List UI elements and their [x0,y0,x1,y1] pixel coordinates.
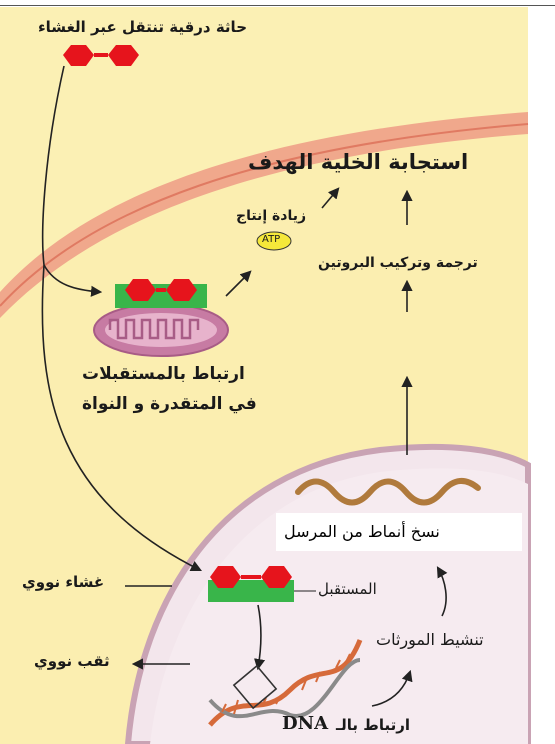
label-gene-activation: تنشيط المورثات [376,632,484,648]
label-nuclear-envelope: غشاء نووي [22,575,104,590]
label-receptor: المستقبل [318,582,377,597]
label-mito-binding-1: ارتباط بالمستقبلات [82,366,245,383]
label-nuclear-pore: ثقب نووي [34,654,110,669]
label-mito-binding-2: في المتقدرة و النواة [82,396,257,413]
mitochondrion [94,304,228,356]
label-thyroid-hormone: حاثة درقية تنتقل عبر الغشاء [38,20,247,35]
label-increase-production: زيادة إنتاج [236,209,306,223]
label-dna-binding-arabic: ارتباط بالـ [336,718,410,733]
label-protein-synthesis: ترجمة وتركيب البروتين [318,256,478,270]
label-mrna-transcription: نسخ أنماط من المرسل [284,524,440,540]
label-atp: ATP [262,235,280,245]
label-target-response: استجابة الخلية الهدف [248,152,468,173]
label-dna-binding-dna: DNA [282,715,328,733]
